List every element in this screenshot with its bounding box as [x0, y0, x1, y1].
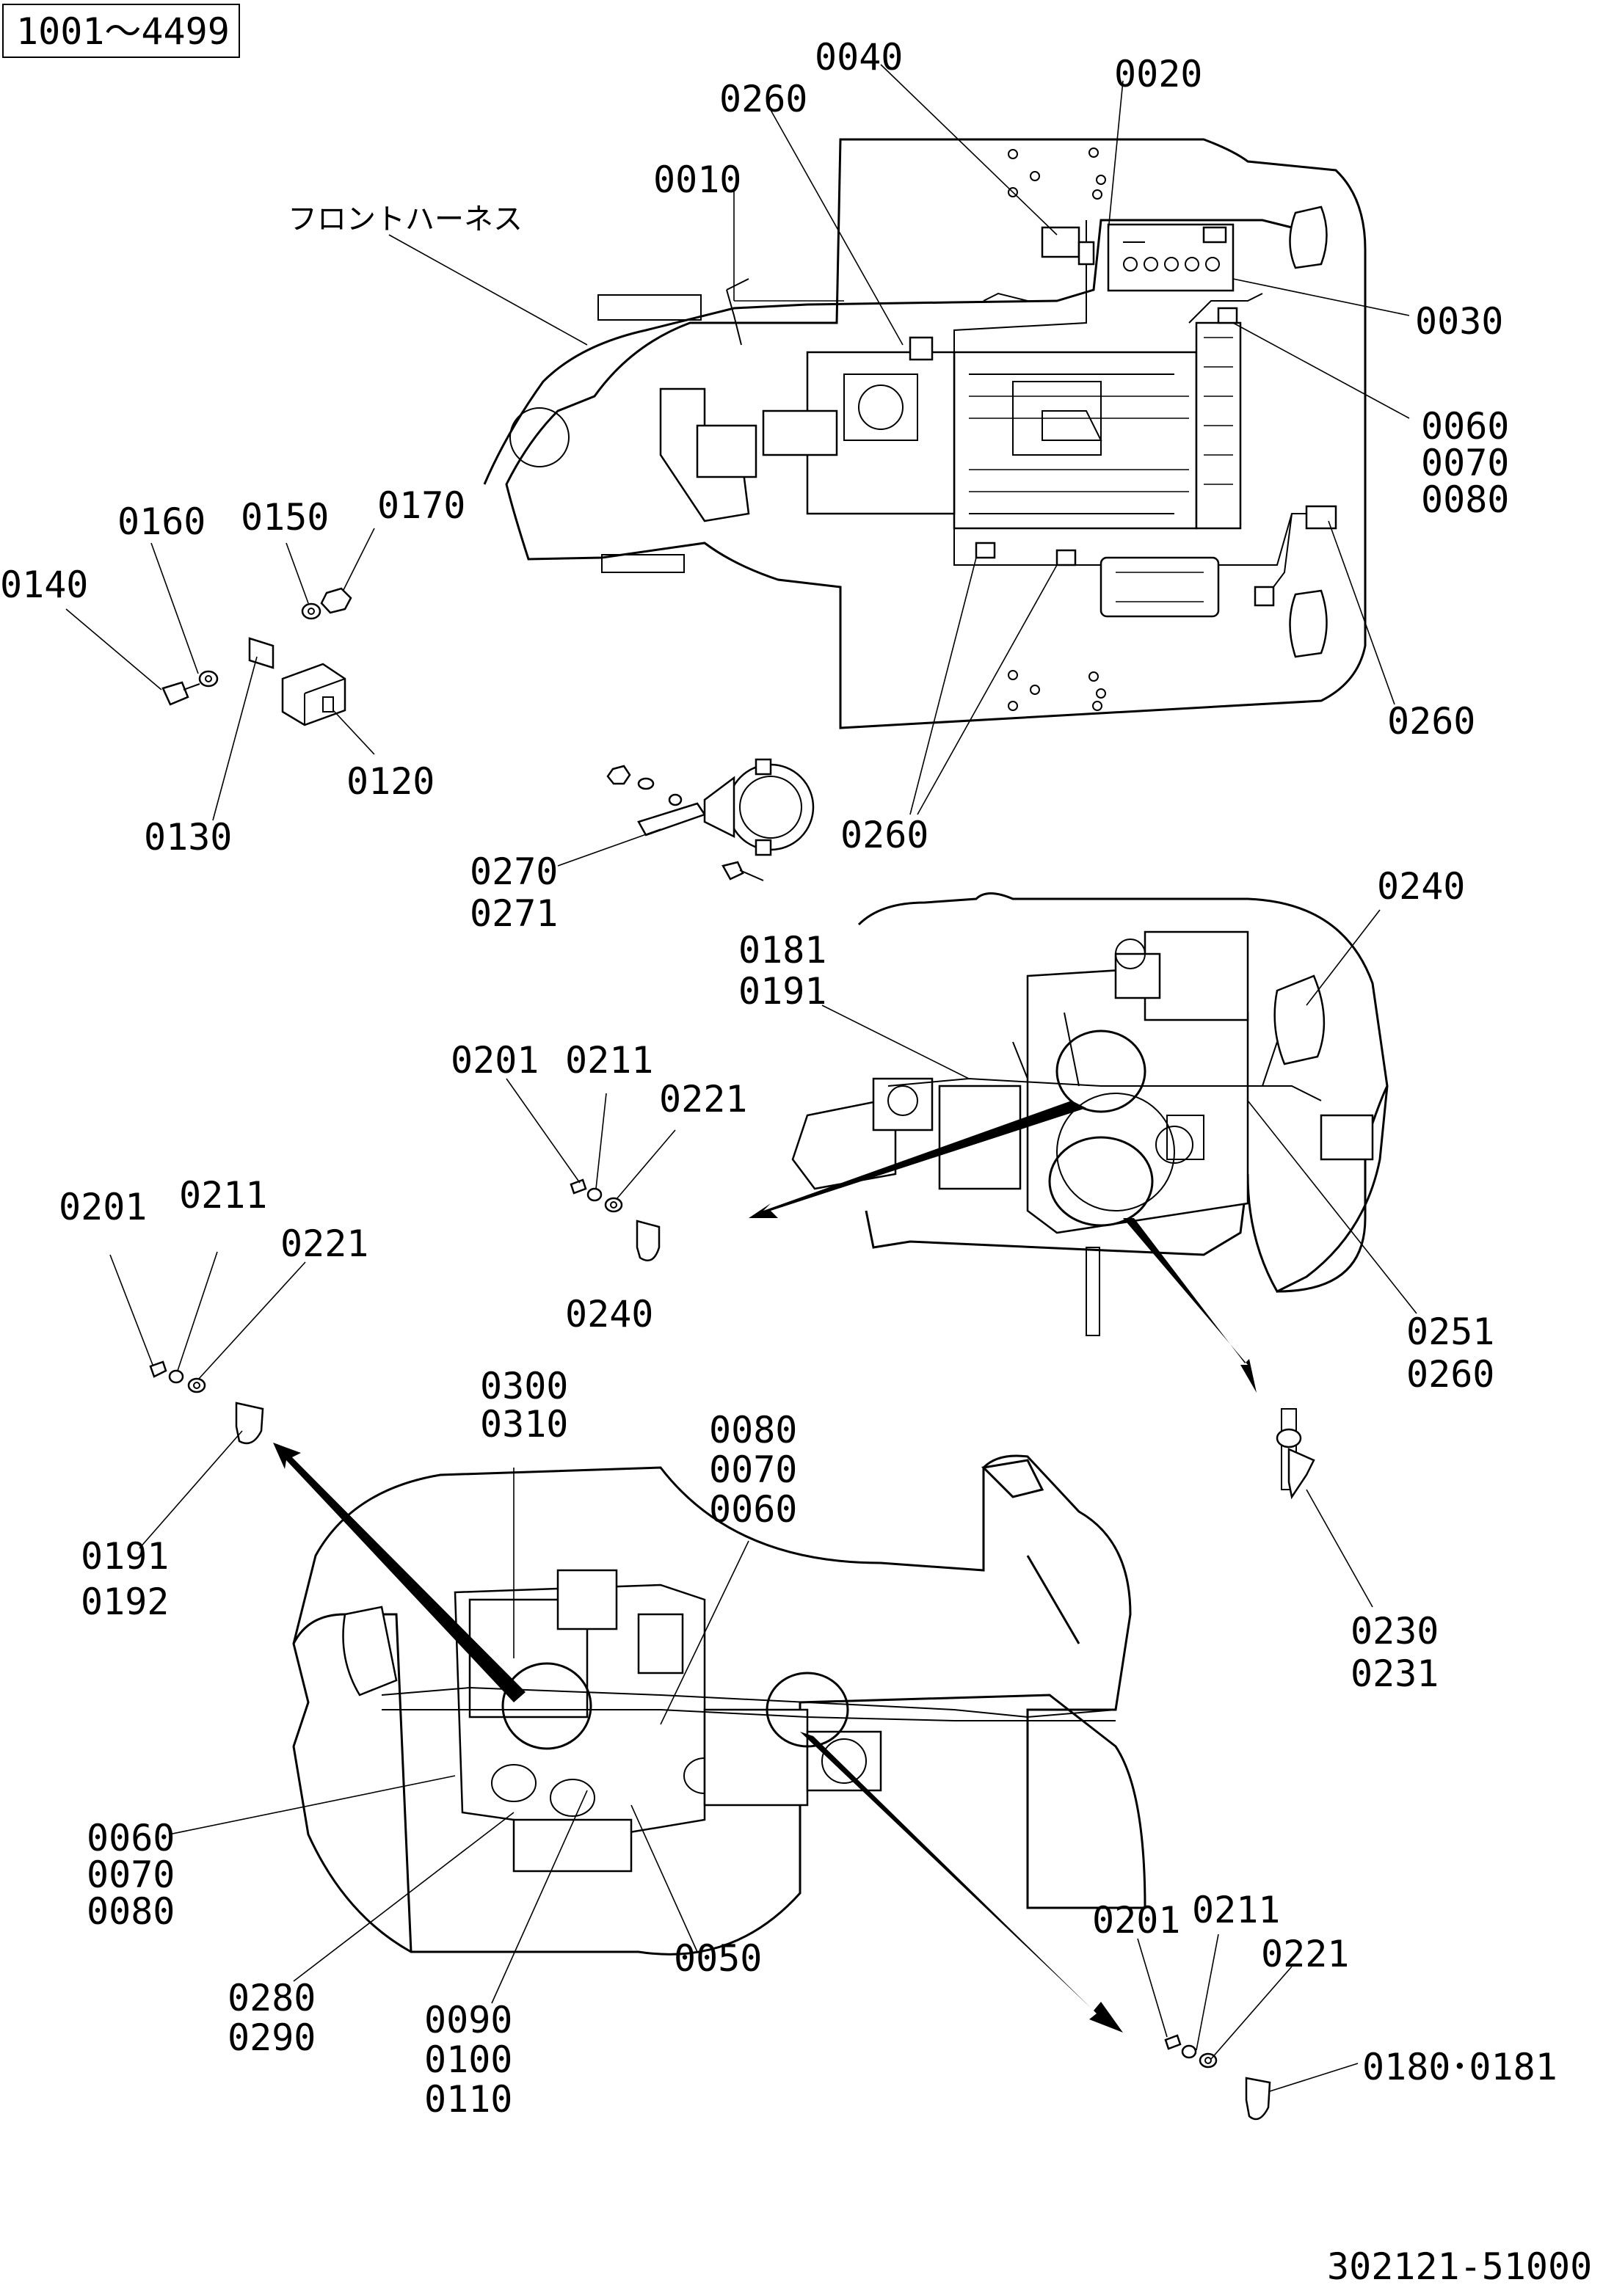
label-0310: 0310 [480, 1403, 568, 1446]
relay-exploded-view [161, 587, 352, 726]
label-0010: 0010 [653, 158, 741, 201]
label-0260-mid: 0260 [1406, 1353, 1494, 1396]
label-0260-top-a: 0260 [719, 78, 807, 120]
label-0191-left: 0191 [81, 1535, 169, 1578]
label-0240-mid: 0240 [1377, 865, 1465, 908]
label-0180-0181: 0180･0181 [1362, 2046, 1557, 2088]
label-0211-right: 0211 [1192, 1889, 1280, 1931]
label-0040: 0040 [815, 36, 903, 79]
label-0050: 0050 [674, 1937, 762, 1980]
arrow-to-clamp-0240 [749, 1101, 1086, 1218]
label-0070-bot-a: 0070 [709, 1448, 797, 1491]
label-0201-right: 0201 [1092, 1899, 1180, 1942]
label-0251: 0251 [1406, 1311, 1494, 1353]
label-0140: 0140 [0, 564, 88, 606]
clamp-0191-exploded [149, 1360, 264, 1445]
label-0280: 0280 [228, 1977, 316, 2019]
label-0080-bot-a: 0080 [709, 1409, 797, 1451]
clamp-0230-view [1276, 1408, 1315, 1500]
label-0060-bot-a: 0060 [709, 1488, 797, 1531]
arrow-to-clamp-0230 [1123, 1218, 1257, 1393]
label-0060-top: 0060 [1421, 405, 1509, 448]
label-0020: 0020 [1114, 53, 1202, 95]
bottom-view-machine [273, 1443, 1146, 2033]
top-view-machine [483, 138, 1367, 729]
label-0090: 0090 [424, 1999, 512, 2041]
label-0181-mid: 0181 [738, 929, 826, 972]
label-0170: 0170 [377, 484, 465, 527]
label-0260-top-b: 0260 [1387, 700, 1475, 743]
label-0201-mid: 0201 [451, 1039, 539, 1082]
horn-exploded-view [606, 758, 815, 881]
label-0290: 0290 [228, 2016, 316, 2059]
label-0240-clamp: 0240 [565, 1293, 653, 1335]
clamp-0240-exploded [570, 1178, 661, 1261]
middle-view-machine [749, 892, 1389, 1393]
label-0201-left: 0201 [59, 1186, 147, 1228]
drawing-number: 302121-51000 [1327, 2245, 1592, 2288]
label-0070-top: 0070 [1421, 442, 1509, 484]
label-0030: 0030 [1415, 300, 1503, 343]
label-0211-mid: 0211 [565, 1039, 653, 1082]
label-0270: 0270 [470, 850, 558, 893]
label-0130: 0130 [144, 816, 232, 859]
label-0160: 0160 [117, 500, 206, 543]
label-0300: 0300 [480, 1365, 568, 1407]
label-0221-left: 0221 [280, 1222, 368, 1265]
label-0120: 0120 [346, 760, 435, 803]
label-0110: 0110 [424, 2078, 512, 2121]
label-0211-left: 0211 [179, 1174, 267, 1217]
label-0191-mid: 0191 [738, 970, 826, 1013]
serial-range-text: 1001～4499 [16, 10, 230, 53]
label-0230: 0230 [1351, 1610, 1439, 1652]
label-0080-bot-b: 0080 [87, 1890, 175, 1933]
serial-range-box: 1001～4499 [2, 4, 240, 58]
arrow-to-clamp-0180 [800, 1732, 1123, 2033]
clamp-0180-exploded [1164, 2034, 1271, 2121]
label-0060-bot-b: 0060 [87, 1817, 175, 1859]
label-0080-top: 0080 [1421, 478, 1509, 521]
label-0100: 0100 [424, 2038, 512, 2081]
label-front-harness: フロントハーネス [288, 203, 523, 236]
label-0221-right: 0221 [1261, 1933, 1349, 1975]
label-0231: 0231 [1351, 1652, 1439, 1695]
label-0271: 0271 [470, 892, 558, 935]
arrow-to-clamp-0191 [273, 1443, 526, 1702]
part-labels: 0040 0260 0020 フロントハーネス 0010 0030 0060 0… [0, 36, 1592, 2288]
label-0070-bot-b: 0070 [87, 1854, 175, 1896]
label-0150: 0150 [241, 496, 329, 539]
leader-lines [65, 64, 1417, 2092]
label-0192: 0192 [81, 1581, 169, 1623]
label-0221-mid: 0221 [659, 1078, 747, 1120]
label-0260-top-c: 0260 [840, 814, 928, 856]
